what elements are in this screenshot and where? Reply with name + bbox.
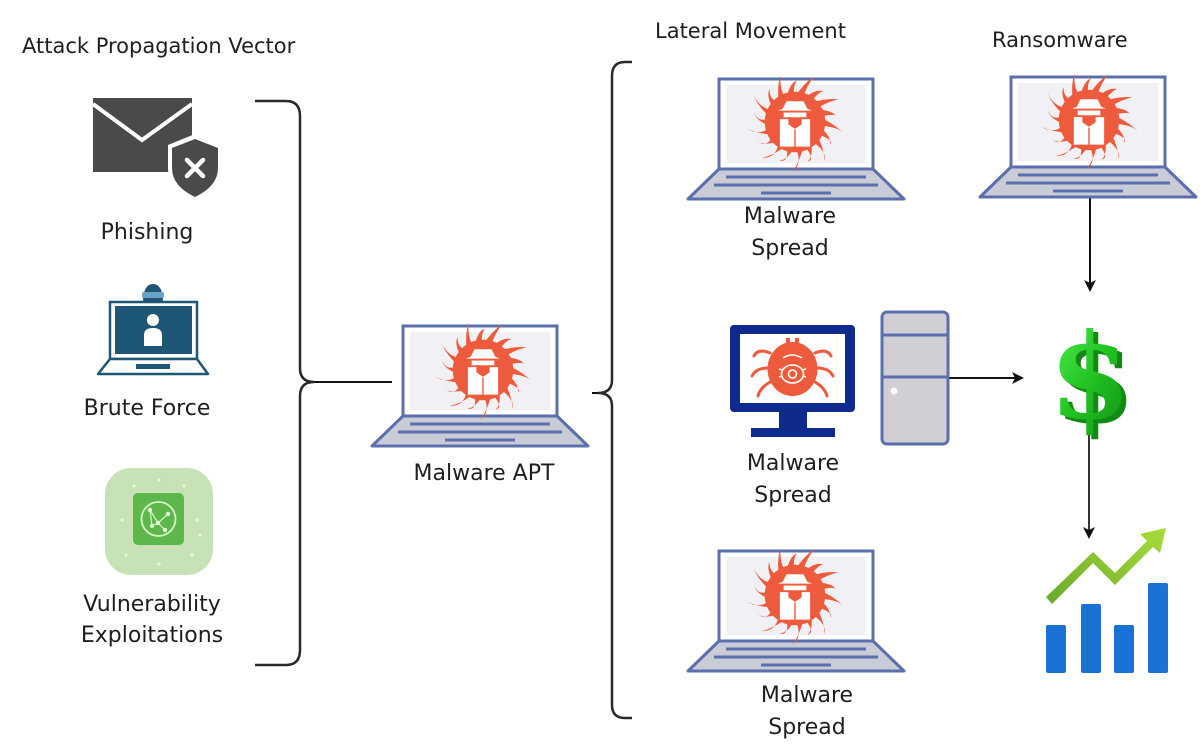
growth-chart-icon: [1046, 528, 1168, 673]
growth-bar-4: [1148, 583, 1168, 673]
right-brace-connector: [597, 60, 632, 720]
ransomware-header: Ransomware: [992, 28, 1128, 52]
lateral-2-label-line2: Spread: [754, 483, 832, 508]
phishing-label: Phishing: [100, 220, 194, 245]
growth-bar-3: [1114, 625, 1134, 673]
malware-apt-label: Malware APT: [413, 461, 555, 486]
vulnerability-label-line1: Vulnerability: [83, 592, 221, 617]
ransomware-laptop-icon: [978, 72, 1198, 199]
svg-text:$: $: [1049, 307, 1131, 446]
dollar-icon: $ $: [1049, 307, 1136, 450]
envelope-shield-x-icon: [91, 98, 222, 202]
hacker-laptop-icon: [96, 284, 210, 376]
growth-trend-arrow: [1046, 528, 1166, 604]
lateral-malware-laptop-icon-3: [686, 547, 906, 673]
lateral-3-label-line1: Malware: [760, 683, 854, 708]
lateral-1-label-line2: Spread: [751, 236, 829, 261]
growth-bar-2: [1081, 604, 1101, 673]
bug-monitor-icon: [730, 325, 855, 437]
svg-text:$: $: [1054, 311, 1136, 450]
left-brace-connector: [255, 99, 315, 667]
attack-vector-header: Attack Propagation Vector: [22, 34, 296, 58]
lateral-1-label-line1: Malware: [743, 204, 837, 229]
brute-force-label: Brute Force: [83, 396, 211, 421]
server-tower-icon: [880, 310, 950, 446]
network-vulnerability-icon: [105, 468, 213, 575]
lateral-3-label-line2: Spread: [768, 715, 846, 740]
lateral-malware-laptop-icon-1: [686, 74, 906, 201]
lateral-2-label-line1: Malware: [746, 451, 840, 476]
malware-apt-laptop-icon: [370, 322, 590, 448]
growth-bar-1: [1046, 625, 1066, 673]
vulnerability-label-line2: Exploitations: [80, 623, 224, 648]
lateral-movement-header: Lateral Movement: [655, 19, 846, 43]
